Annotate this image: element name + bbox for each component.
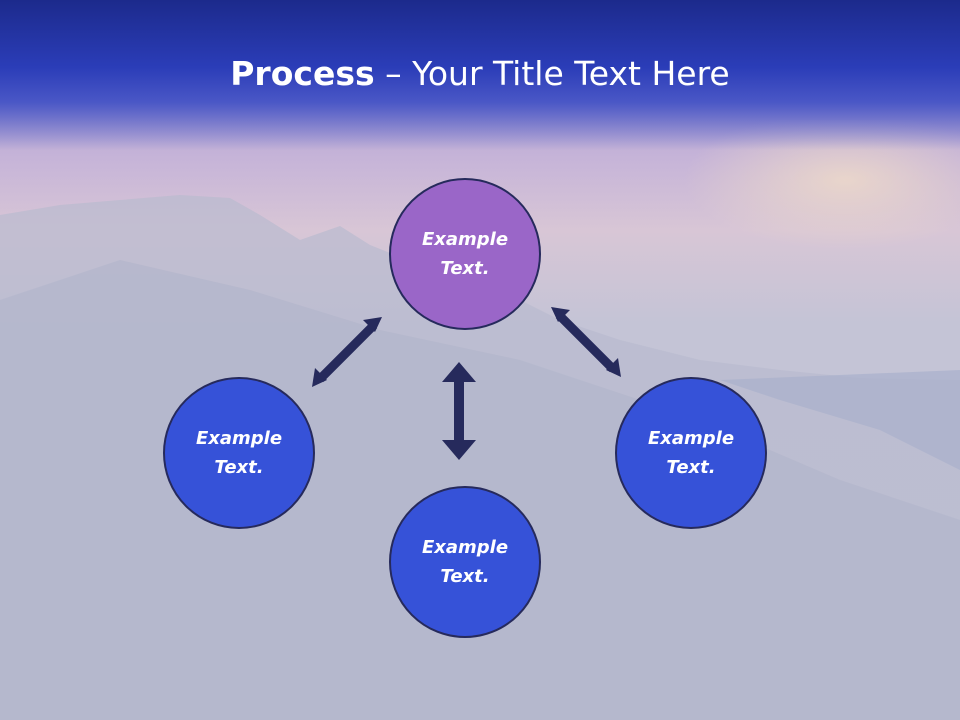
double-arrow-icon xyxy=(442,362,476,460)
process-node-top[interactable]: Example Text. xyxy=(389,178,541,330)
title-bold: Process xyxy=(230,54,375,93)
process-node-right[interactable]: Example Text. xyxy=(615,377,767,529)
process-node-bottom[interactable]: Example Text. xyxy=(389,486,541,638)
node-text: Example Text. xyxy=(421,537,509,587)
title-text: – Your Title Text Here xyxy=(374,54,730,93)
double-arrow-icon xyxy=(312,317,382,387)
process-node-left[interactable]: Example Text. xyxy=(163,377,315,529)
slide-title[interactable]: Process – Your Title Text Here xyxy=(0,54,960,94)
node-text: Example Text. xyxy=(421,229,509,279)
double-arrow-icon xyxy=(551,307,621,377)
title-band xyxy=(0,0,960,150)
node-text: Example Text. xyxy=(195,428,283,478)
node-text: Example Text. xyxy=(647,428,735,478)
